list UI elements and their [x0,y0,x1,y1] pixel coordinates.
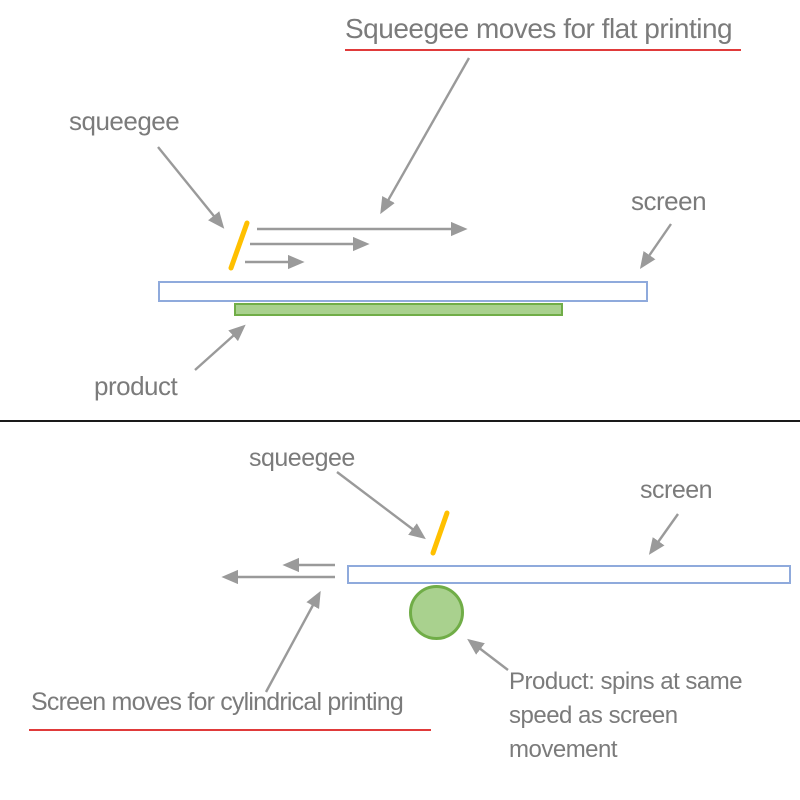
product-note-line-1: Product: spins at same [509,668,743,695]
cylindrical-printing-caption: Screen moves for cylindrical printing [31,688,404,716]
squeegee-label-bottom: squeegee [249,444,355,472]
caption-pointer-arrow [264,590,321,693]
product-note-line-3: movement [509,736,618,763]
product-note-pointer-arrow [467,638,509,671]
flat-product-shape [234,303,563,316]
title-pointer-arrow [380,57,471,215]
product-label-top: product [94,371,178,401]
flat-printing-title: Squeegee moves for flat printing [345,13,733,44]
squeegee-blade-top [228,220,250,271]
product-pointer-arrow-top [194,324,246,371]
cylindrical-product-shape [409,585,464,640]
squeegee-label-top: squeegee [69,106,180,136]
flat-screen-shape [158,281,648,302]
cylindrical-printing-caption-underline [29,729,431,731]
screen-pointer-arrow-top [639,223,672,269]
screen-label-top: screen [631,186,707,216]
section-divider [0,420,800,422]
screen-label-bottom: screen [640,476,713,504]
product-note-line-2: speed as screen [509,702,678,729]
cylindrical-screen-shape [347,565,791,584]
squeegee-blade-bottom [430,510,450,556]
squeegee-pointer-arrow-top [157,146,225,229]
squeegee-pointer-arrow-bottom [336,471,426,540]
flat-printing-title-underline [345,49,741,51]
screen-pointer-arrow-bottom [648,513,679,555]
product-note: Product: spins at same speed as screen m… [509,665,743,767]
